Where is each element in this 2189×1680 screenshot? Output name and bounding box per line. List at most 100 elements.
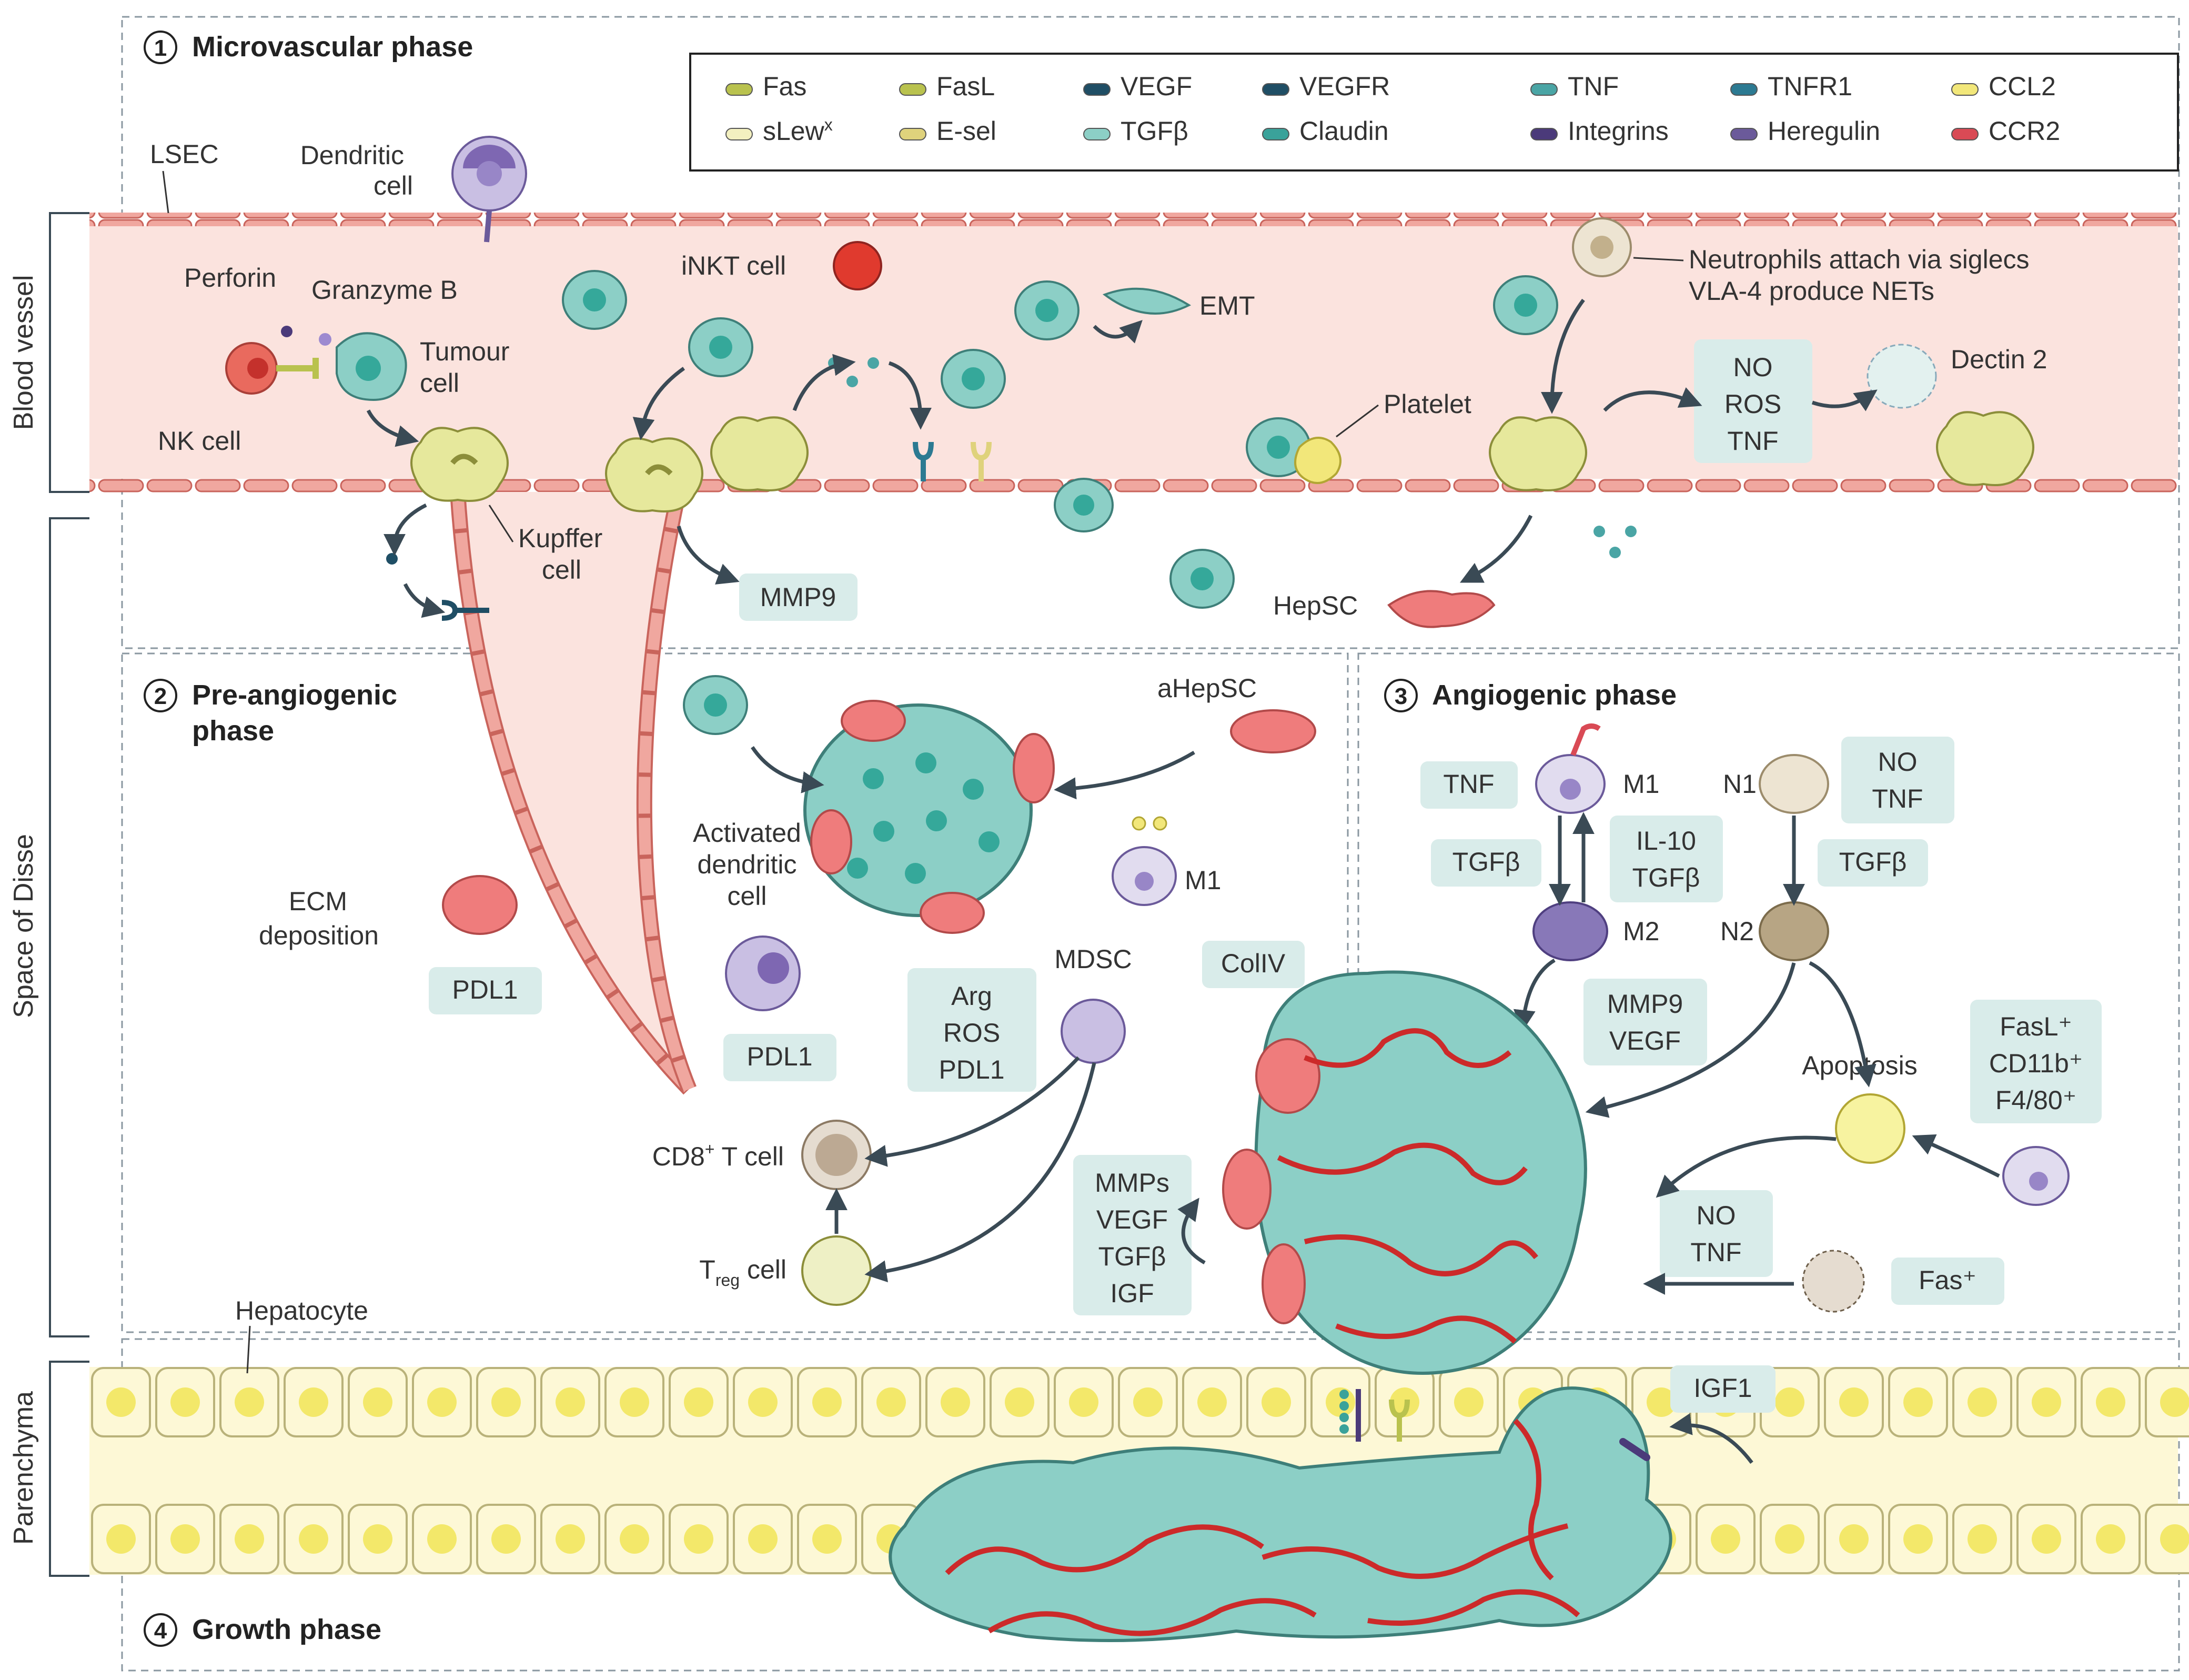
legend-label: VEGFR <box>1299 72 1390 101</box>
svg-text:TNF: TNF <box>1727 426 1778 456</box>
legend-item-tgfb: TGFβ <box>1083 116 1188 146</box>
side-brackets <box>49 212 89 1577</box>
platelet: Platelet <box>1294 389 1471 484</box>
tumour-cell-nk: Tumour cell <box>336 332 509 401</box>
nk-cell: NK cell <box>158 342 278 456</box>
pdl1-box-a: PDL1 <box>429 967 542 1014</box>
svg-text:deposition: deposition <box>259 921 379 950</box>
svg-text:ROS: ROS <box>1724 389 1781 419</box>
hepatocyte-cell <box>990 1367 1050 1437</box>
svg-text:Angiogenic phase: Angiogenic phase <box>1432 679 1677 711</box>
hepatocyte-cell <box>797 1367 857 1437</box>
svg-text:iNKT cell: iNKT cell <box>681 251 786 280</box>
legend-item-ccl2: CCL2 <box>1951 72 2056 101</box>
activated-dc: Activated dendritic cell <box>693 818 801 1011</box>
receptors-vessel <box>913 441 992 481</box>
fasl-box: FasL⁺ CD11b⁺ F4/80⁺ <box>1970 1000 2102 1123</box>
tnf-icon <box>1530 83 1558 96</box>
hepatocyte-cell <box>2016 1367 2076 1437</box>
hepatocyte-cell <box>476 1504 536 1574</box>
svg-text:Arg: Arg <box>951 981 992 1011</box>
kupffer-cell-1 <box>410 427 509 502</box>
svg-text:Pre-angiogenic: Pre-angiogenic <box>192 679 397 711</box>
n2-neutrophil: N2 <box>1720 901 1829 961</box>
tgfb-box-a: TGFβ <box>1431 839 1541 887</box>
hepatocyte-cell <box>1439 1367 1499 1437</box>
svg-text:IGF: IGF <box>1110 1279 1154 1308</box>
ccl2-icon <box>1951 83 1979 96</box>
hepatocyte-cell <box>540 1367 600 1437</box>
hepatocyte-cell <box>2081 1504 2141 1574</box>
legend-item-claudin: Claudin <box>1262 116 1389 146</box>
svg-text:aHepSC: aHepSC <box>1157 673 1257 703</box>
svg-text:cell: cell <box>374 171 413 200</box>
sinusoid-branch <box>450 490 697 1095</box>
legend-label: TGFβ <box>1121 116 1188 146</box>
hepatocyte-cell <box>1888 1367 1948 1437</box>
hepatocyte-cell <box>476 1367 536 1437</box>
kupffer-cell-right <box>1489 411 2034 491</box>
svg-text:FasL⁺: FasL⁺ <box>2000 1012 2072 1041</box>
hepatocyte-cell <box>2145 1504 2189 1574</box>
hepatocyte-cell <box>2016 1504 2076 1574</box>
cd8-t-cell: CD8+ T cell <box>652 1120 872 1190</box>
hepatocyte-cell <box>1182 1367 1242 1437</box>
svg-text:Perforin: Perforin <box>184 263 276 293</box>
fas-fasl-bond <box>276 358 319 379</box>
hepatocyte-cell <box>669 1367 729 1437</box>
adhesion-molecules <box>1339 1389 1650 1461</box>
svg-text:NO: NO <box>1733 353 1773 382</box>
hepatocyte-cell <box>2081 1367 2141 1437</box>
hepatocyte-cell <box>412 1367 472 1437</box>
igf1-box: IGF1 <box>1670 1365 1776 1413</box>
legend-item-vegf: VEGF <box>1083 72 1192 101</box>
treg-cell: Treg cell <box>699 1235 872 1306</box>
emt-cell: EMT <box>1102 287 1255 320</box>
n1-neutrophil: N1 <box>1723 754 1829 814</box>
hepatocyte-cell <box>412 1504 472 1574</box>
tumour-mass-angiogenic <box>1222 970 1587 1375</box>
svg-text:cell: cell <box>420 368 459 398</box>
integrin-icon <box>1530 128 1558 140</box>
legend-label: Claudin <box>1299 116 1389 146</box>
hepatocyte-layer <box>89 1367 2189 1575</box>
hepatocyte-cell <box>91 1367 151 1437</box>
svg-text:2: 2 <box>154 683 167 709</box>
svg-text:NK cell: NK cell <box>158 426 241 456</box>
tnfr1-icon <box>1730 83 1758 96</box>
heregulin-icon <box>1730 128 1758 140</box>
svg-text:EMT: EMT <box>1199 291 1255 320</box>
legend-item-fasl: FasL <box>899 72 995 101</box>
fas-plus-box: Fas⁺ <box>1891 1258 2004 1305</box>
legend-label: Integrins <box>1568 116 1669 146</box>
svg-text:PDL1: PDL1 <box>452 975 518 1004</box>
flow-arrows-phase2 <box>751 746 1195 1283</box>
svg-text:LSEC: LSEC <box>150 139 219 169</box>
svg-text:PDL1: PDL1 <box>747 1042 812 1071</box>
legend-label: FasL <box>936 72 995 101</box>
svg-text:MDSC: MDSC <box>1054 944 1132 974</box>
hepatocyte-cell <box>284 1504 344 1574</box>
legend-label: VEGF <box>1121 72 1192 101</box>
svg-text:NO: NO <box>1697 1201 1736 1230</box>
svg-text:VLA-4 produce NETs: VLA-4 produce NETs <box>1689 276 1934 306</box>
svg-text:N2: N2 <box>1720 917 1754 946</box>
ecm-hepsc: ECM deposition <box>259 875 518 950</box>
mmp9-box: MMP9 <box>739 574 858 621</box>
inkt-cell: iNKT cell <box>681 241 882 290</box>
phase4-title: 4 Growth phase <box>144 1613 381 1647</box>
no-tnf-box-a: NO TNF <box>1841 737 1954 823</box>
svg-text:MMPs: MMPs <box>1095 1168 1169 1198</box>
svg-text:TGFβ: TGFβ <box>1452 847 1520 877</box>
hepatocyte-cell <box>604 1504 664 1574</box>
svg-text:ROS: ROS <box>943 1018 1000 1048</box>
apoptosis-cell: Apoptosis <box>1802 1051 1918 1164</box>
perforin-label: Perforin <box>184 263 292 337</box>
svg-text:Microvascular phase: Microvascular phase <box>192 31 473 63</box>
hepatocyte-cell <box>733 1367 793 1437</box>
svg-text:Apoptosis: Apoptosis <box>1802 1051 1918 1080</box>
hepatocyte-cell <box>155 1367 215 1437</box>
svg-text:cell: cell <box>542 555 581 585</box>
flow-arrows-phase3 <box>1177 812 2000 1295</box>
